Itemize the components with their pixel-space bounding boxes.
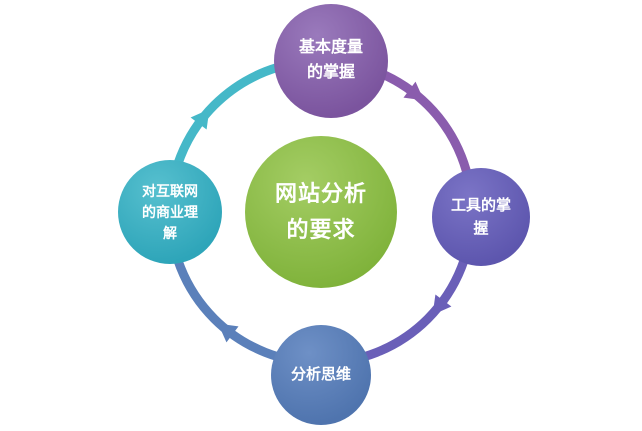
arrow-left-to-top-icon	[190, 109, 210, 130]
node-internet-business-understanding-label: 对互联网 的商业理 解	[142, 182, 198, 241]
arrow-bottom-to-left-icon	[218, 323, 239, 343]
node-basic-metrics: 基本度量 的掌握	[274, 4, 388, 118]
node-basic-metrics-label: 基本度量 的掌握	[298, 39, 363, 81]
node-internet-business-understanding: 对互联网 的商业理 解	[118, 160, 222, 264]
node-tools-mastery: 工具的掌 握	[432, 168, 530, 266]
arrow-right-to-bottom-icon	[432, 294, 452, 315]
center-circle-requirements: 网站分析 的要求	[245, 136, 397, 288]
node-analytical-thinking: 分析思维	[271, 325, 371, 425]
arrow-top-to-right-icon	[403, 81, 424, 101]
node-analytical-thinking-label: 分析思维	[290, 365, 351, 383]
center-circle-label: 网站分析 的要求	[274, 180, 367, 242]
node-tools-mastery-label: 工具的掌 握	[450, 196, 511, 237]
